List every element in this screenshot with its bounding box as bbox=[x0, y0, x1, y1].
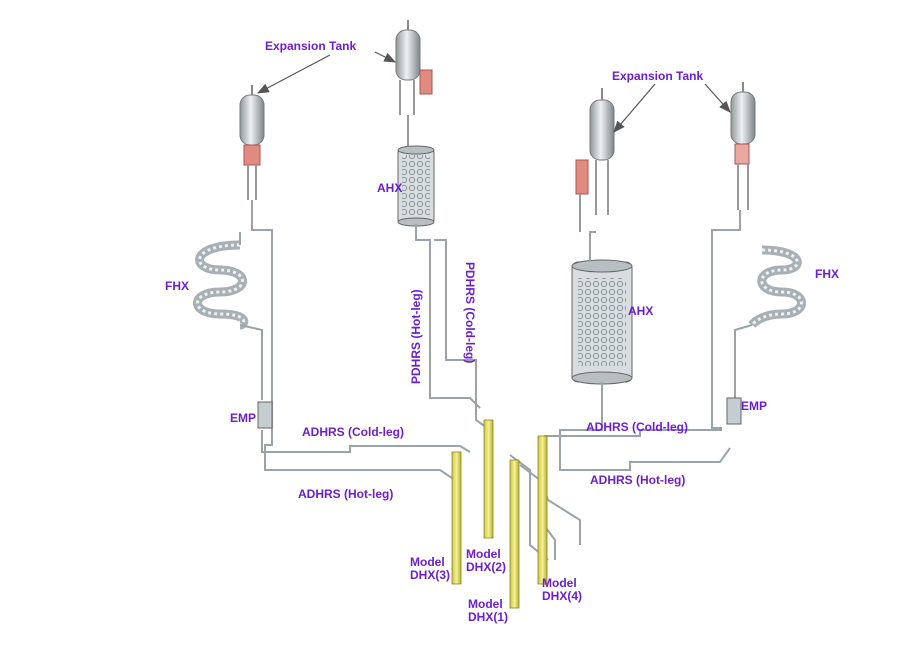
expansion-tank-left-1 bbox=[239, 85, 265, 200]
expansion-tank-left-arrow-2 bbox=[374, 51, 397, 63]
label-emp-right: EMP bbox=[741, 399, 768, 413]
label-dhx-3: Model DHX(3) bbox=[410, 555, 451, 582]
expansion-tank-left-arrow-1 bbox=[256, 54, 331, 94]
label-pdhrs-hot-leg: PDHRS (Hot-leg) bbox=[409, 289, 423, 384]
expansion-tank-right-2 bbox=[730, 82, 756, 210]
label-emp-left: EMP bbox=[230, 411, 257, 425]
label-expansion-tank-right: Expansion Tank bbox=[612, 69, 704, 83]
expansion-tank-right-arrow-2 bbox=[704, 83, 731, 113]
label-expansion-tank-left: Expansion Tank bbox=[265, 39, 357, 53]
ahx-right bbox=[571, 259, 633, 385]
label-ahx-right: AHX bbox=[628, 304, 654, 318]
dhx-3-column bbox=[451, 451, 462, 585]
label-dhx-2: Model DHX(2) bbox=[466, 547, 507, 574]
label-fhx-left: FHX bbox=[165, 279, 189, 293]
dhx-4-column bbox=[537, 435, 548, 585]
fhx-left-coil-pattern bbox=[196, 243, 246, 327]
fhx-right-coil-pattern bbox=[750, 248, 803, 326]
emp-right bbox=[726, 397, 742, 425]
label-adhrs-hot-leg-left: ADHRS (Hot-leg) bbox=[298, 487, 394, 501]
expansion-tank-left-2 bbox=[395, 20, 433, 150]
expansion-tank-right-arrow-1 bbox=[613, 83, 656, 133]
piping bbox=[239, 200, 753, 561]
expansion-tank-right-1 bbox=[575, 88, 615, 232]
label-pdhrs-cold-leg: PDHRS (Cold-leg) bbox=[463, 262, 477, 364]
ahx-left bbox=[397, 145, 435, 227]
label-ahx-left: AHX bbox=[377, 181, 403, 195]
dhx-1-column bbox=[509, 459, 520, 609]
label-dhx-4: Model DHX(4) bbox=[542, 576, 583, 603]
emp-left bbox=[257, 401, 273, 429]
dhx-columns bbox=[451, 419, 548, 609]
label-dhx-1: Model DHX(1) bbox=[468, 597, 509, 624]
dhx-2-column bbox=[483, 419, 494, 539]
label-fhx-right: FHX bbox=[815, 267, 839, 281]
fhx-left-coil bbox=[193, 240, 249, 330]
label-adhrs-cold-leg-right: ADHRS (Cold-leg) bbox=[586, 420, 688, 434]
label-adhrs-cold-leg-left: ADHRS (Cold-leg) bbox=[302, 425, 404, 439]
label-adhrs-hot-leg-right: ADHRS (Hot-leg) bbox=[590, 473, 686, 487]
